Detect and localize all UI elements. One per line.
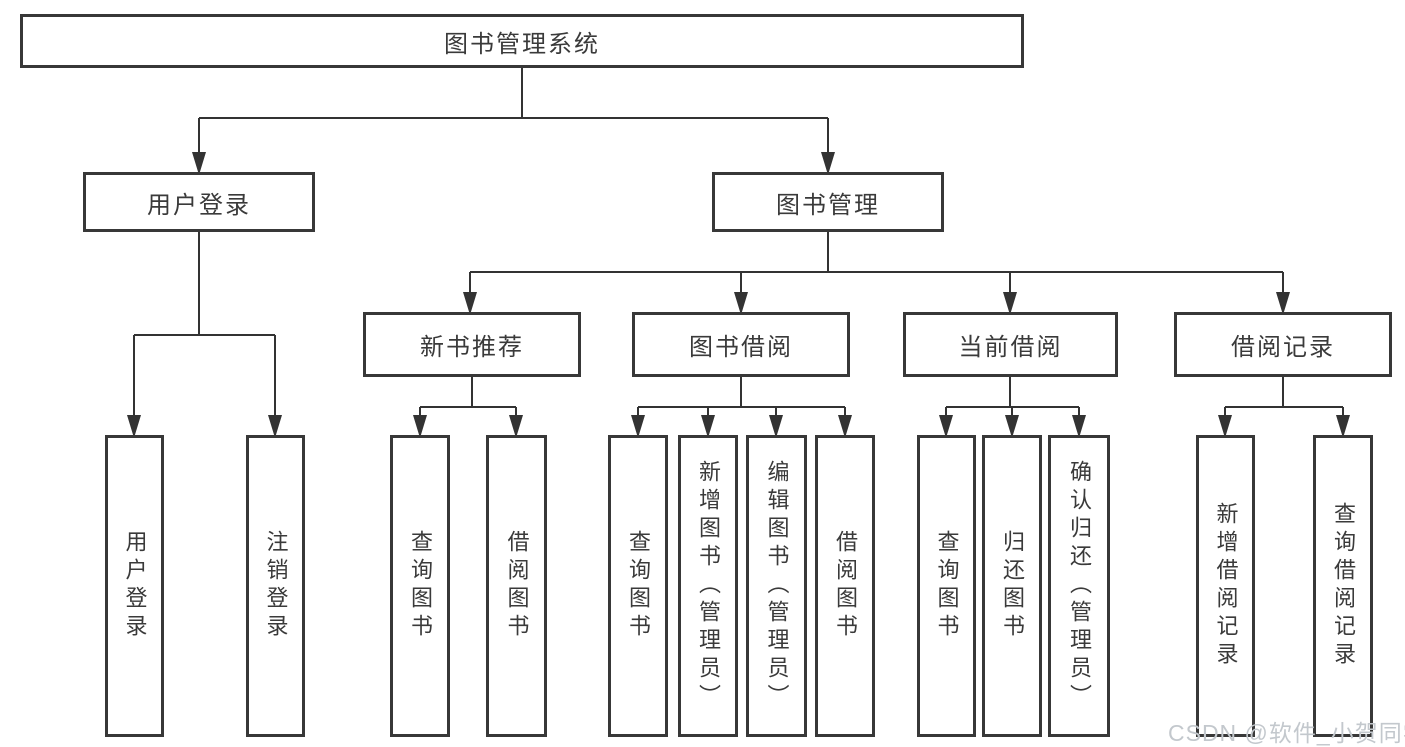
leaf-label: 确认归还（管理员） xyxy=(1067,460,1092,712)
connector-current-borrow-to-leaves xyxy=(939,377,1086,438)
leaf-user-login: 用户登录 xyxy=(105,435,164,737)
node-root-system: 图书管理系统 xyxy=(20,14,1024,68)
leaf-label: 编辑图书（管理员） xyxy=(764,460,790,712)
leaf-label: 归还图书 xyxy=(1000,530,1025,642)
connector-book-borrow-to-leaves xyxy=(631,377,852,438)
node-book-borrow: 图书借阅 xyxy=(632,312,850,377)
leaf-logout: 注销登录 xyxy=(246,435,305,737)
leaf-query-books-rec: 查询图书 xyxy=(390,435,450,737)
node-borrow-records: 借阅记录 xyxy=(1174,312,1392,377)
leaf-query-books-borrow: 查询图书 xyxy=(608,435,668,737)
connector-new-book-rec-to-leaves xyxy=(413,377,523,438)
leaf-label: 新增借阅记录 xyxy=(1213,502,1239,670)
csdn-watermark: CSDN @软件_小贺同学 xyxy=(1168,720,1405,746)
connector-user-login-to-leaves xyxy=(127,232,282,438)
connector-root-to-level2 xyxy=(192,68,835,175)
leaf-add-borrow-record: 新增借阅记录 xyxy=(1196,435,1255,737)
leaf-label: 新增图书（管理员） xyxy=(696,460,721,712)
node-label: 图书管理系统 xyxy=(444,30,600,58)
connector-book-mgmt-to-level3 xyxy=(463,232,1290,315)
leaf-query-books-current: 查询图书 xyxy=(917,435,976,737)
leaf-confirm-return-admin: 确认归还（管理员） xyxy=(1048,435,1110,737)
leaf-query-borrow-record: 查询借阅记录 xyxy=(1313,435,1373,737)
node-book-management: 图书管理 xyxy=(712,172,944,232)
leaf-label: 查询图书 xyxy=(626,530,651,642)
leaf-label: 查询图书 xyxy=(408,530,433,642)
node-label: 图书借阅 xyxy=(689,334,793,361)
node-label: 当前借阅 xyxy=(958,334,1063,361)
node-label: 图书管理 xyxy=(776,191,880,219)
node-user-login: 用户登录 xyxy=(83,172,315,232)
leaf-return-books: 归还图书 xyxy=(982,435,1042,737)
leaf-edit-books-admin: 编辑图书（管理员） xyxy=(746,435,807,737)
node-label: 用户登录 xyxy=(147,191,251,219)
leaf-add-books-admin: 新增图书（管理员） xyxy=(678,435,738,737)
leaf-borrow-books: 借阅图书 xyxy=(815,435,875,737)
leaf-label: 借阅图书 xyxy=(833,530,858,642)
node-label: 新书推荐 xyxy=(420,334,524,361)
leaf-borrow-books-rec: 借阅图书 xyxy=(486,435,547,737)
leaf-label: 查询图书 xyxy=(934,530,960,642)
leaf-label: 查询借阅记录 xyxy=(1331,502,1356,670)
leaf-label: 借阅图书 xyxy=(504,530,530,642)
node-label: 借阅记录 xyxy=(1231,334,1335,361)
node-current-borrow: 当前借阅 xyxy=(903,312,1118,377)
connector-borrow-records-to-leaves xyxy=(1218,377,1350,438)
leaf-label: 用户登录 xyxy=(122,530,148,642)
leaf-label: 注销登录 xyxy=(263,530,289,642)
node-new-book-recommend: 新书推荐 xyxy=(363,312,581,377)
